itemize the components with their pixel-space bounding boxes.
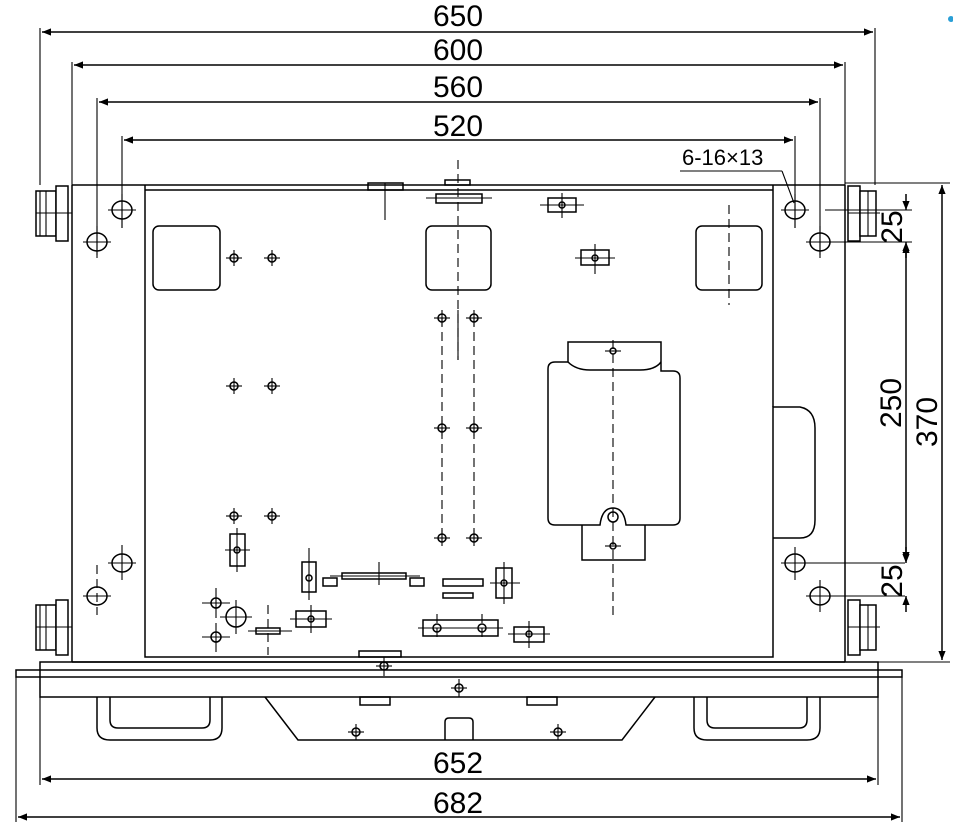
mounting-hole-icon <box>806 580 905 612</box>
crosshair-icon <box>348 724 364 740</box>
mounting-hole-icon <box>781 547 905 580</box>
right-top-connector-icon <box>847 185 880 242</box>
dimension-370-label: 370 <box>911 397 944 447</box>
extension-lines-right <box>825 182 950 663</box>
mounting-holes <box>83 194 905 615</box>
dimension-width-520: 520 <box>121 110 796 228</box>
mounting-hole-icon <box>108 194 136 228</box>
dimension-650-label: 650 <box>433 0 483 33</box>
dimension-520-label: 520 <box>433 110 483 143</box>
center-bracket <box>547 340 681 615</box>
dimension-25-top-label: 25 <box>876 210 909 243</box>
corner-marker-dot <box>948 16 953 22</box>
crosshair-icon <box>264 250 280 266</box>
mounting-hole-icon <box>83 226 111 258</box>
crosshair-icon <box>451 679 467 697</box>
dimension-25-bottom-label: 25 <box>876 564 909 597</box>
dimension-682-label: 682 <box>433 787 483 820</box>
dimension-250-label: 250 <box>875 378 908 428</box>
mounting-hole-icon <box>781 194 809 228</box>
right-bottom-connector-icon <box>847 599 880 656</box>
left-top-connector-icon <box>35 185 72 242</box>
dimension-height-25-top: 25 <box>876 194 910 258</box>
dimension-height-25-bottom: 25 <box>876 547 910 612</box>
crosshair-icon <box>226 508 242 524</box>
dimension-width-682: 682 <box>18 787 900 821</box>
dimension-width-650: 650 <box>39 0 876 185</box>
crosshair-icon <box>550 724 566 740</box>
outer-frame <box>71 184 846 663</box>
dimension-height-370: 370 <box>911 185 946 660</box>
dimension-652-label: 652 <box>433 747 483 780</box>
crosshair-icon <box>264 508 280 524</box>
hole-note: 6-16×13 <box>680 145 795 204</box>
left-handle-icon <box>96 697 223 741</box>
crosshair-icon <box>226 378 242 394</box>
dimension-height-250: 250 <box>875 244 910 561</box>
crosshair-points <box>226 250 482 546</box>
dimension-width-652: 652 <box>42 747 876 783</box>
cutouts <box>152 160 763 360</box>
mounting-hole-icon <box>806 226 834 258</box>
lower-components <box>202 528 550 676</box>
top-slots <box>367 179 615 274</box>
right-handle-icon <box>693 697 821 741</box>
dimension-560-label: 560 <box>433 71 483 104</box>
mounting-hole-icon <box>108 545 136 580</box>
dimension-600-label: 600 <box>433 34 483 67</box>
crosshair-icon <box>226 250 242 266</box>
dimension-width-600: 600 <box>71 34 846 185</box>
mounting-hole-icon <box>83 565 111 615</box>
base-rail <box>15 661 903 822</box>
left-bottom-connector-icon <box>35 599 72 656</box>
hole-note-label: 6-16×13 <box>682 145 763 170</box>
crosshair-icon <box>264 378 280 394</box>
